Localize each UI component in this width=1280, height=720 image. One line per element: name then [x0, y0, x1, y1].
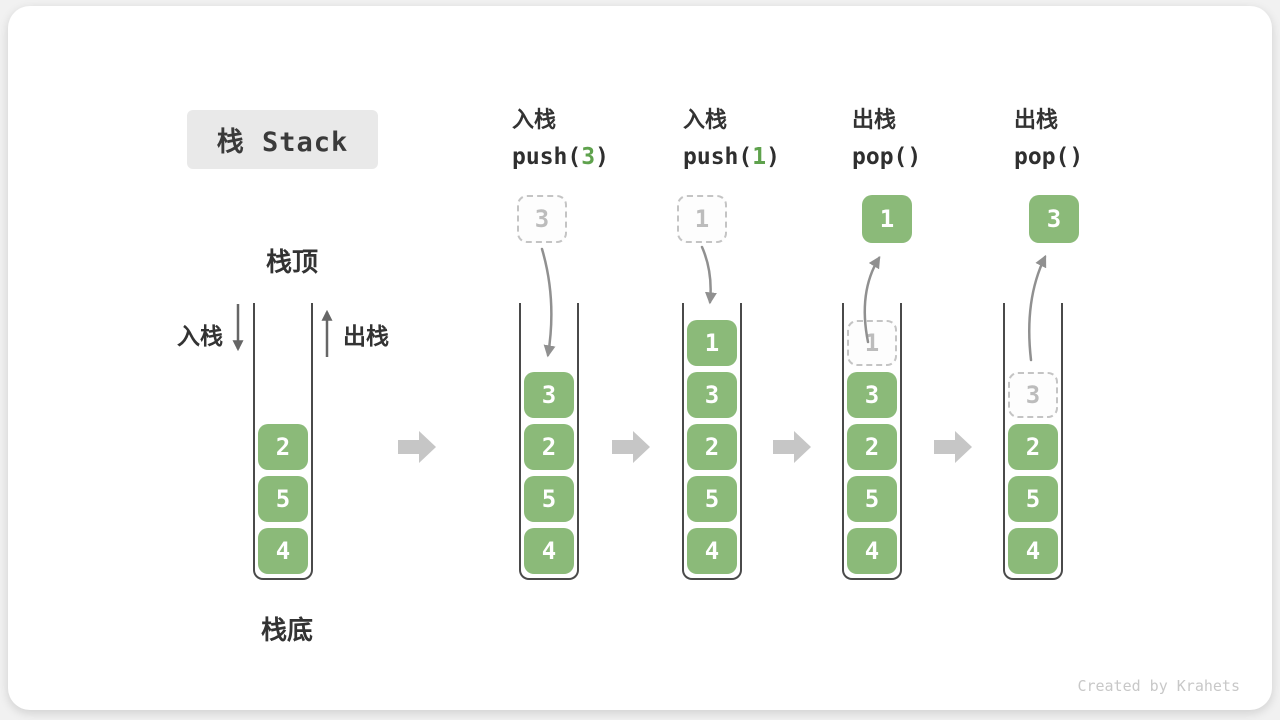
stack-cell: 4 [524, 528, 574, 574]
stack-container-push-1: 1 3 2 5 4 [682, 303, 742, 580]
stack-cell: 4 [1008, 528, 1058, 574]
stack-cell: 3 [524, 372, 574, 418]
title-text: 栈 Stack [216, 127, 349, 158]
step-header-push-1: 入栈 push(1) [683, 106, 780, 172]
stack-bottom-label: 栈底 [260, 616, 313, 646]
pop-direction-label: 出栈 [343, 324, 389, 350]
stack-container-pop-1: 1 3 2 5 4 [842, 303, 902, 580]
stack-cell: 5 [847, 476, 897, 522]
credits-text: Created by Krahets [1077, 677, 1240, 695]
stack-cell: 3 [687, 372, 737, 418]
stack-cell: 2 [1008, 424, 1058, 470]
stack-cell: 2 [258, 424, 308, 470]
stack-cell: 1 [687, 320, 737, 366]
code-label: pop() [1014, 144, 1084, 170]
step-header-pop-1: 出栈 pop() [852, 106, 921, 172]
stack-container-pop-3: 3 2 5 4 [1003, 303, 1063, 580]
op-label: 出栈 [1014, 108, 1059, 133]
stack-cell: 2 [524, 424, 574, 470]
stack-cell: 4 [258, 528, 308, 574]
step-header-push-3: 入栈 push(3) [512, 106, 609, 172]
stack-cell: 4 [847, 528, 897, 574]
stack-cell: 3 [847, 372, 897, 418]
op-label: 出栈 [852, 108, 897, 133]
stack-cell: 5 [687, 476, 737, 522]
stack-cell: 5 [1008, 476, 1058, 522]
stack-container-initial: 2 5 4 [253, 303, 313, 580]
code-label: push(1) [683, 144, 780, 170]
stack-top-label: 栈顶 [265, 248, 318, 278]
stack-cell: 5 [258, 476, 308, 522]
stack-cell: 5 [524, 476, 574, 522]
floating-cell-pop-1: 1 [862, 195, 912, 243]
stack-container-push-3: 3 2 5 4 [519, 303, 579, 580]
op-label: 入栈 [683, 108, 728, 133]
floating-cell-pop-3: 3 [1029, 195, 1079, 243]
stack-cell: 2 [847, 424, 897, 470]
stack-cell: 4 [687, 528, 737, 574]
floating-cell-push-3: 3 [517, 195, 567, 243]
step-header-pop-3: 出栈 pop() [1014, 106, 1083, 172]
code-label: pop() [852, 144, 922, 170]
code-label: push(3) [512, 144, 609, 170]
op-label: 入栈 [512, 108, 557, 133]
title-badge: 栈 Stack [187, 110, 378, 169]
stack-cell-ghost: 1 [847, 320, 897, 366]
floating-cell-push-1: 1 [677, 195, 727, 243]
stack-cell: 2 [687, 424, 737, 470]
push-direction-label: 入栈 [177, 324, 223, 350]
stack-cell-ghost: 3 [1008, 372, 1058, 418]
